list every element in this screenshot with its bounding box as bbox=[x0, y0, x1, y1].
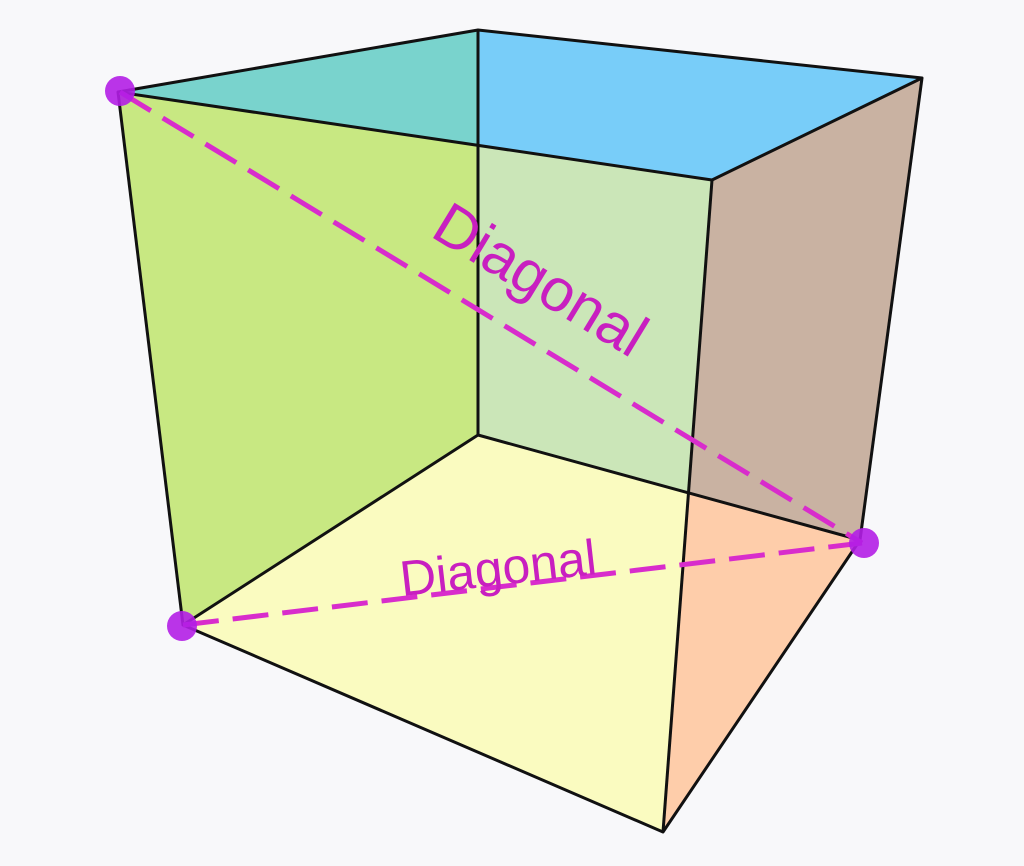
top-face-left-region bbox=[118, 30, 478, 145]
edge-vertical bbox=[858, 77, 924, 541]
edge-vertical bbox=[661, 179, 714, 833]
right-face bbox=[688, 78, 922, 540]
space-diagonal-line bbox=[118, 89, 864, 546]
vertex-point bbox=[849, 528, 879, 558]
back-face bbox=[478, 145, 712, 493]
edge-vertical bbox=[116, 91, 185, 626]
vertex-point bbox=[167, 611, 197, 641]
vertex-point bbox=[105, 76, 135, 106]
bottom-face bbox=[183, 435, 688, 832]
bottom-right-region bbox=[663, 493, 860, 832]
face-diagonal-line bbox=[182, 540, 863, 628]
